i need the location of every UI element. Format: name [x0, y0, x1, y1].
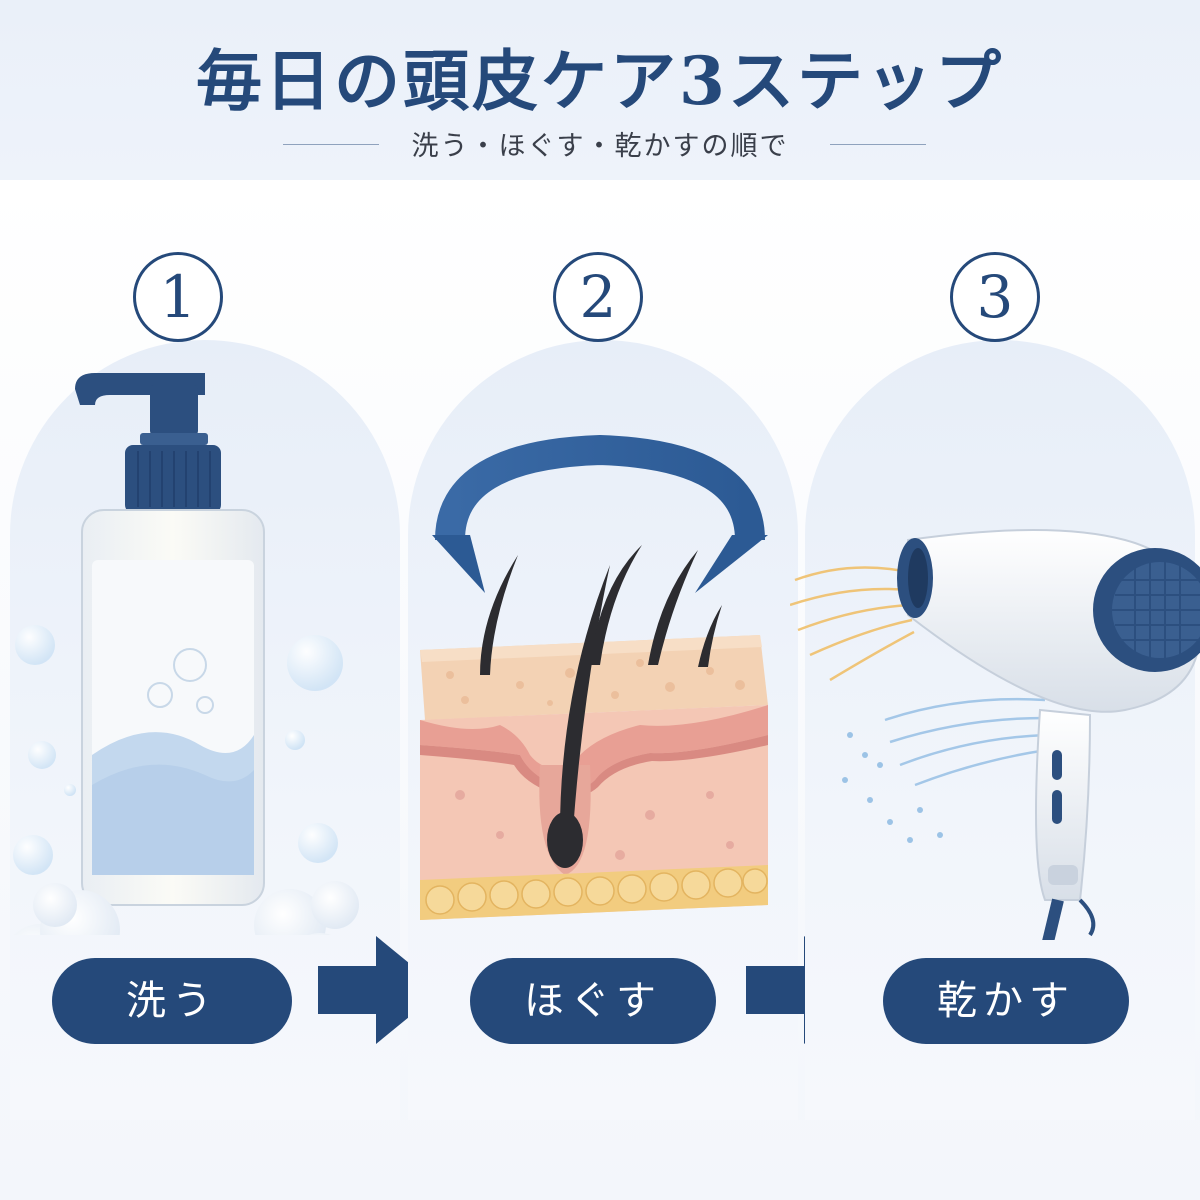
step-3-label-pill: 乾かす: [883, 958, 1129, 1044]
page-title: 毎日の頭皮ケア3ステップ: [196, 42, 1004, 120]
shampoo-bottle-icon: [13, 373, 359, 935]
step-1-number: 1: [133, 252, 223, 342]
step-1-label-pill: 洗う: [52, 958, 292, 1044]
scalp-cross-section-icon: [420, 435, 768, 920]
subtitle-row: 洗う・ほぐす・乾かすの順で: [0, 124, 1200, 164]
subtitle-rule-left: [283, 144, 379, 145]
step-2-label-pill: ほぐす: [470, 958, 716, 1044]
hair-dryer-icon: [790, 529, 1200, 940]
page-subtitle: 洗う・ほぐす・乾かすの順で: [411, 131, 789, 162]
subtitle-rule-right: [830, 144, 926, 145]
next-step-arrow-icon: [318, 936, 442, 1044]
step-3-number: 3: [950, 252, 1040, 342]
header: 毎日の頭皮ケア3ステップ 洗う・ほぐす・乾かすの順で: [0, 0, 1200, 180]
steps-area: 1: [0, 180, 1200, 1200]
step-2-number: 2: [553, 252, 643, 342]
